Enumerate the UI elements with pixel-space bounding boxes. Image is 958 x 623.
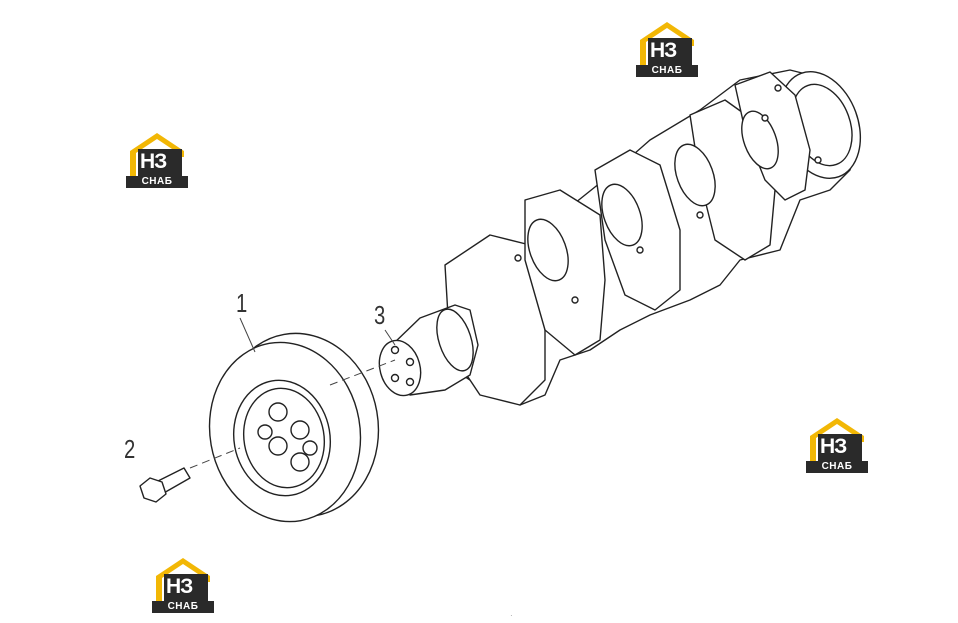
logo-initials: НЗ — [140, 150, 167, 173]
crankshaft — [378, 69, 862, 406]
house-icon — [810, 418, 864, 461]
callout-bolt: 2 — [124, 434, 136, 464]
journal-3 — [674, 143, 716, 207]
nose-hole — [405, 357, 415, 367]
assembly-lines — [189, 317, 396, 469]
oil-hole — [571, 296, 579, 304]
house-icon — [130, 133, 184, 176]
pulley-bolt-hole — [290, 452, 310, 472]
logo-initials: НЗ — [820, 435, 847, 458]
watermark-logo: НЗ СНАБ — [636, 20, 698, 78]
nose-hole — [390, 373, 400, 383]
logo-word: СНАБ — [636, 65, 698, 77]
bolt-head — [139, 477, 167, 503]
nose-hole — [390, 345, 400, 355]
logo-word: СНАБ — [806, 461, 868, 473]
leader-line-1 — [239, 317, 256, 353]
callout-crankshaft: 3 — [374, 300, 386, 330]
bottom-mark: · — [510, 611, 513, 620]
house-icon — [156, 558, 210, 601]
pulley-bolt-hole — [268, 436, 288, 456]
logo-word: СНАБ — [152, 601, 214, 613]
nose-hole — [405, 377, 415, 387]
oil-hole — [814, 156, 822, 164]
pulley-bolt-hole — [290, 420, 310, 440]
oil-hole — [636, 246, 644, 254]
bolt — [139, 467, 191, 503]
journal-2 — [601, 183, 643, 247]
oil-hole — [761, 114, 769, 122]
assembly-line-pulley — [329, 359, 396, 386]
journal-4 — [741, 110, 779, 170]
pulley — [208, 332, 380, 523]
logo-word: СНАБ — [126, 176, 188, 188]
oil-hole — [774, 84, 782, 92]
pulley-bolt-hole — [257, 424, 273, 440]
oil-hole — [696, 211, 704, 219]
watermark-logo: НЗ СНАБ — [806, 416, 868, 474]
leader-line-3 — [384, 329, 396, 346]
pulley-bolt-hole — [268, 402, 288, 422]
nose-collar — [436, 308, 474, 372]
watermark-logo: НЗ СНАБ — [152, 556, 214, 614]
assembly-line-bolt — [189, 447, 241, 469]
logo-initials: НЗ — [650, 39, 677, 62]
house-icon — [640, 22, 694, 65]
logo-initials: НЗ — [166, 575, 193, 598]
pulley-bolt-hole — [302, 440, 318, 456]
callout-pulley: 1 — [236, 288, 248, 318]
oil-hole — [514, 254, 522, 262]
journal-1 — [527, 218, 569, 282]
watermark-logo: НЗ СНАБ — [126, 131, 188, 189]
